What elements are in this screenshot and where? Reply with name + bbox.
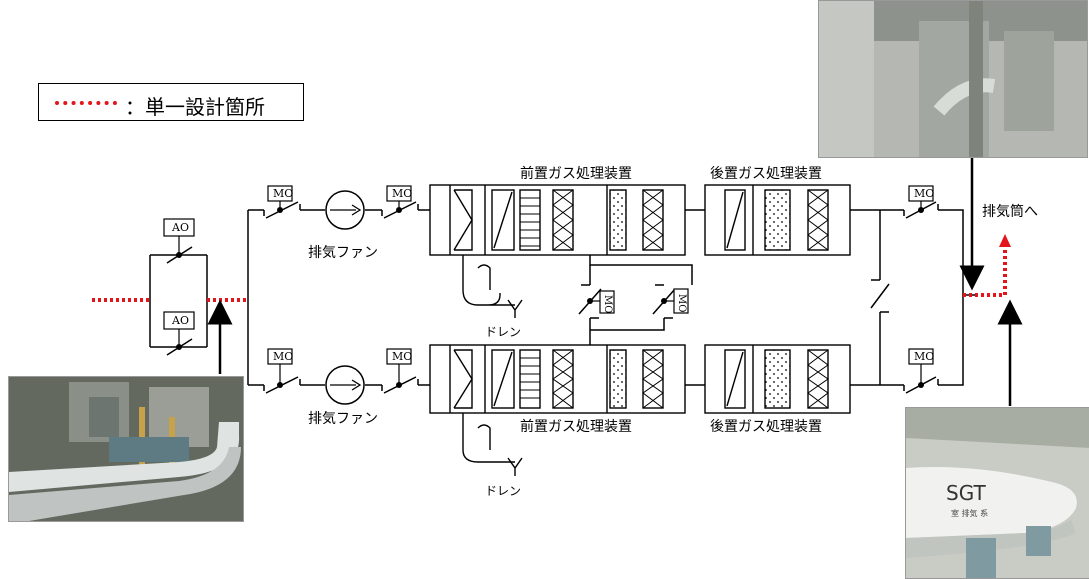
mo-valve-fan-out-top [381, 185, 419, 219]
mo-valve-fan-out-bottom-label: MO [392, 350, 413, 363]
mo-valve-outlet-bottom-label: MO [914, 350, 935, 363]
drain-top-label: ドレン [485, 325, 522, 339]
legend-red-dotted-line [55, 101, 117, 105]
drain-trap-top [462, 255, 523, 318]
mo-valve-cross-left-label: MO [602, 295, 613, 314]
post-treatment-top-label: 後置ガス処理装置 [710, 166, 822, 182]
sgts-duct-photo: SGT 室 排気 系 [905, 407, 1089, 579]
duct-ceiling-photo-drawing [819, 1, 1087, 157]
ao-valve-top-label: AO [172, 221, 189, 234]
fan-room-pipe-photo [8, 376, 244, 522]
ao-valve-bottom-label: AO [172, 314, 189, 327]
post-treatment-unit-top [704, 184, 851, 256]
mo-valve-fan-out-bottom [381, 348, 419, 394]
drain-bottom-label: ドレン [485, 484, 522, 498]
sgts-duct-photo-drawing: SGT 室 排気 系 [906, 408, 1089, 578]
legend-box: ：単一設計箇所 [38, 83, 304, 121]
exhaust-fan-bottom [325, 365, 365, 405]
duct-ceiling-photo [818, 0, 1088, 158]
sgt-text: SGT [946, 481, 986, 505]
exhaust-fan-top-label: 排気ファン [308, 245, 378, 261]
mo-valve-cross-right-label: MO [676, 294, 687, 313]
mo-valve-fan-in-top [263, 185, 301, 219]
sgt-subtext: 室 排気 系 [951, 508, 988, 518]
pre-treatment-bottom-label: 前置ガス処理装置 [520, 419, 632, 435]
pre-treatment-unit-bottom [429, 344, 686, 414]
legend-text: ：単一設計箇所 [125, 95, 265, 119]
post-treatment-bottom-label: 後置ガス処理装置 [710, 419, 822, 435]
post-treatment-unit-bottom [704, 344, 851, 414]
to-stack-arrowhead [999, 234, 1011, 247]
mo-valve-cross-left [578, 284, 615, 319]
mo-valve-fan-in-bottom-label: MO [273, 350, 294, 363]
pre-treatment-unit-top [429, 184, 686, 256]
fan-room-pipe-photo-drawing [9, 377, 243, 521]
to-stack-label: 排気筒へ [982, 204, 1038, 220]
ao-valve-top [163, 218, 195, 264]
mo-valve-fan-out-top-label: MO [392, 187, 413, 200]
mo-valve-fan-in-top-label: MO [273, 187, 294, 200]
flow-lines [149, 209, 975, 386]
damper-right-cross [870, 279, 890, 313]
mo-valve-cross-right [652, 284, 689, 319]
pre-treatment-top-label: 前置ガス処理装置 [520, 166, 632, 182]
ao-valve-bottom [163, 311, 195, 356]
mo-valve-outlet-top-label: MO [914, 187, 935, 200]
mo-valve-outlet-bottom [903, 348, 939, 394]
exhaust-fan-bottom-label: 排気ファン [308, 411, 378, 427]
exhaust-fan-top [325, 190, 365, 230]
mo-valve-fan-in-bottom [263, 348, 301, 394]
drain-trap-bottom [462, 413, 523, 476]
mo-valve-outlet-top [903, 185, 939, 219]
